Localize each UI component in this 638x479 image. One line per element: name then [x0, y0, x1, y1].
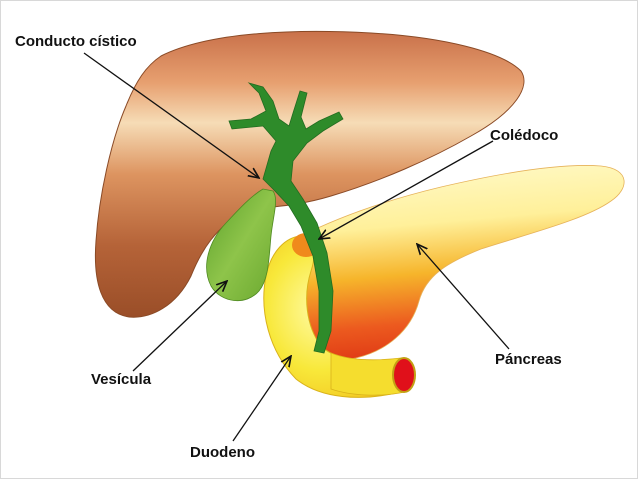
label-conducto-cistico: Conducto cístico — [15, 33, 137, 50]
pancreas-shape — [294, 165, 625, 360]
label-pancreas: Páncreas — [495, 351, 562, 368]
arrow-vesicula — [132, 281, 227, 372]
gallbladder-shape — [206, 188, 276, 302]
label-vesicula: Vesícula — [91, 371, 152, 388]
label-duodeno: Duodeno — [190, 444, 255, 461]
arrow-pancreas — [417, 244, 510, 350]
arrow-conducto-cistico — [83, 52, 259, 178]
bile-duct-tree — [228, 82, 344, 354]
arrow-coledoco — [319, 140, 494, 239]
duodenum-lumen — [392, 357, 416, 393]
label-coledoco: Colédoco — [490, 127, 559, 144]
arrow-duodeno — [232, 356, 291, 442]
